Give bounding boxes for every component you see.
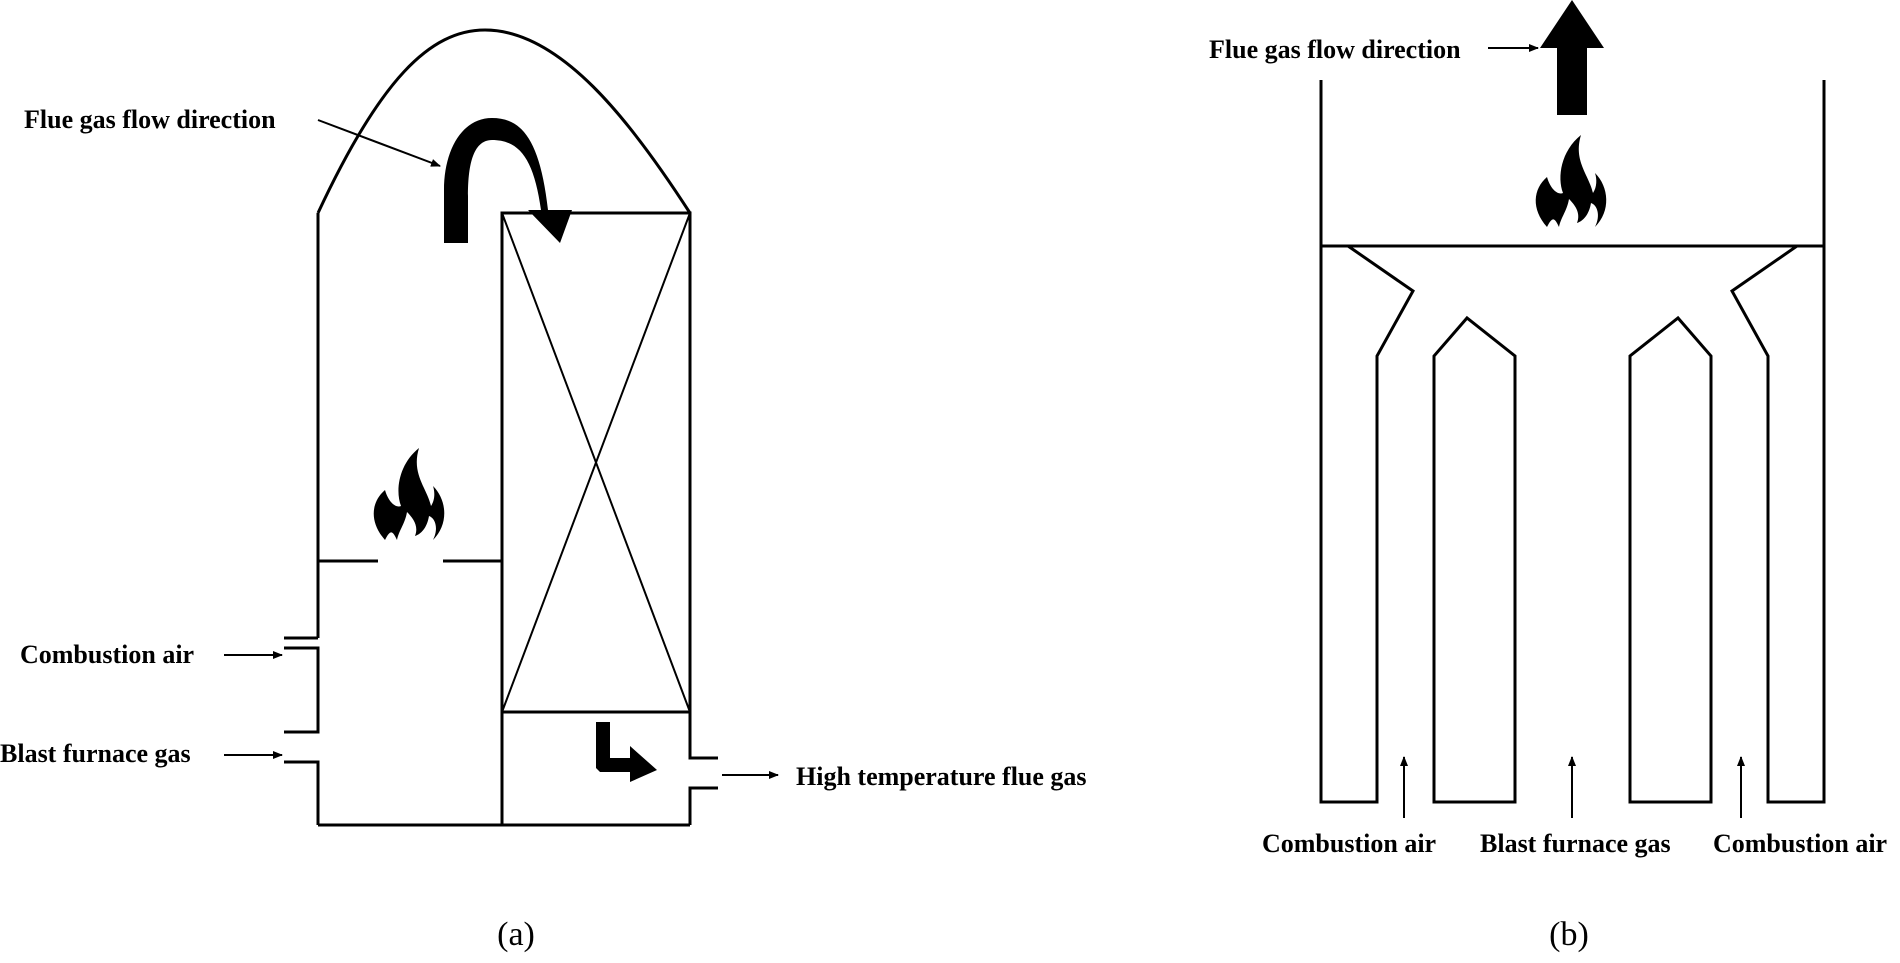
panel-b: Flue gas flow direction Combustion air B… (1209, 0, 1887, 953)
blast-furnace-gas-label: Blast furnace gas (1480, 829, 1671, 858)
panel-a-caption: (a) (497, 916, 535, 953)
right-air-channel-outer (1730, 244, 1826, 804)
up-arrow-icon (1540, 0, 1604, 115)
checker-cross (501, 212, 691, 713)
checker-brick-box (500, 211, 692, 714)
left-inner-pointed-wall (1432, 315, 1517, 804)
gas-inlet-duct (284, 760, 320, 825)
right-inner-pointed-wall (1628, 315, 1713, 804)
air-inlet-duct (284, 636, 320, 734)
panel-a: Flue gas flow direction Combustion air B… (0, 28, 1087, 953)
flue-gas-flow-direction-label: Flue gas flow direction (24, 105, 276, 134)
top-chamber-outline (1319, 80, 1826, 248)
combustion-air-label: Combustion air (20, 640, 194, 669)
combustion-air-right-label: Combustion air (1713, 829, 1887, 858)
combustion-air-left-label: Combustion air (1262, 829, 1436, 858)
outlet-duct (688, 712, 718, 825)
flue-gas-leader-arrow (317, 119, 441, 167)
blast-furnace-gas-label: Blast furnace gas (0, 739, 191, 768)
panel-b-caption: (b) (1549, 916, 1589, 953)
dome-outline (316, 28, 692, 214)
flue-gas-flow-direction-label: Flue gas flow direction (1209, 35, 1461, 64)
bent-arrow-icon (596, 722, 657, 782)
flame-icon (373, 448, 445, 540)
flame-icon (1535, 135, 1607, 227)
left-air-channel-outer (1319, 244, 1415, 804)
high-temperature-flue-gas-label: High temperature flue gas (796, 762, 1087, 791)
curved-arrow-icon (444, 118, 572, 243)
